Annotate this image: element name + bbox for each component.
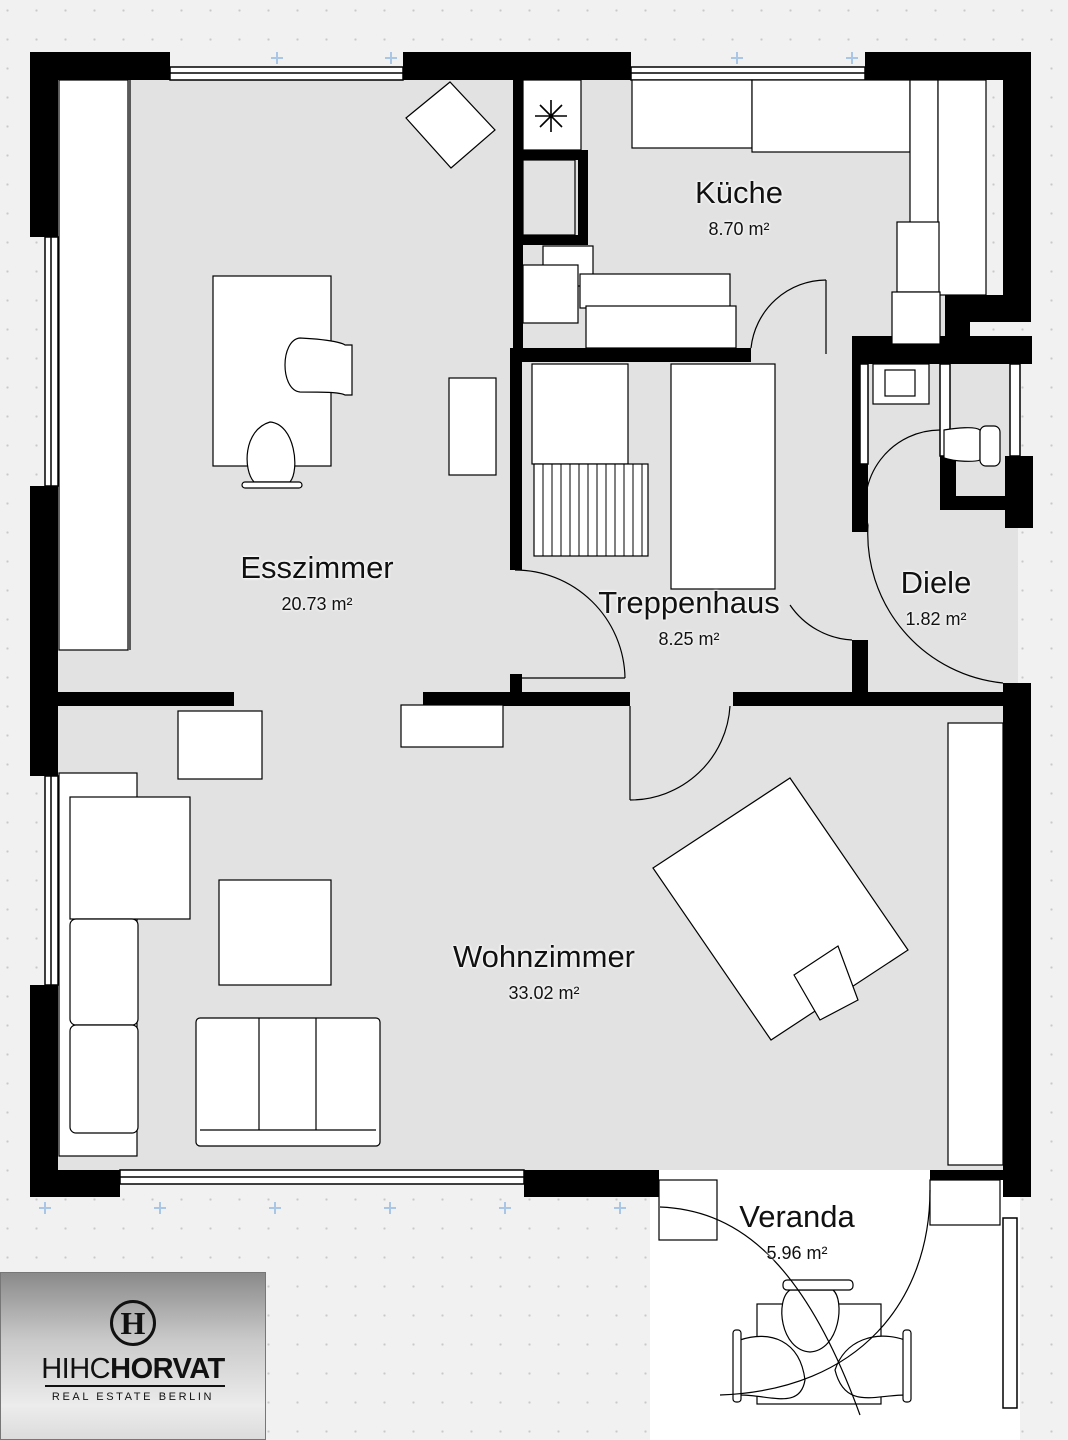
room-name: Veranda [739,1199,855,1234]
monogram-icon: H [110,1300,156,1346]
logo-tagline: REAL ESTATE BERLIN [51,1391,215,1403]
brand-light: HIHC [41,1353,111,1385]
logo-divider [45,1385,225,1387]
walls [30,52,1033,1197]
brand-bold: HORVAT [110,1353,225,1385]
room-name: Küche [695,175,783,210]
grid-markers [39,52,858,1214]
room-area: 33.02 m² [508,983,580,1003]
room-name: Esszimmer [240,550,394,585]
snowflake-icon [535,100,567,132]
windows [44,66,1021,1409]
room-name: Diele [900,565,972,600]
room-label-wohnzimmer: Wohnzimmer 33.02 m² [453,940,635,1004]
door-swings [514,279,1004,1416]
furniture [58,79,1004,1405]
room-area: 1.82 m² [905,609,967,629]
company-logo: H HIHCHORVAT REAL ESTATE BERLIN [0,1272,266,1440]
room-label-diele: Diele 1.82 m² [901,566,972,630]
room-area: 8.25 m² [658,629,720,649]
room-label-kueche: Küche 8.70 m² [695,176,783,240]
brand-name: HIHCHORVAT [1,1353,265,1386]
room-label-treppenhaus: Treppenhaus 8.25 m² [598,586,780,650]
room-area: 8.70 m² [708,219,770,239]
room-label-esszimmer: Esszimmer 20.73 m² [240,551,393,615]
room-name: Treppenhaus [598,585,780,620]
room-area: 20.73 m² [281,594,353,614]
room-label-veranda: Veranda 5.96 m² [739,1200,855,1264]
room-area: 5.96 m² [766,1243,828,1263]
room-name: Wohnzimmer [452,939,636,974]
